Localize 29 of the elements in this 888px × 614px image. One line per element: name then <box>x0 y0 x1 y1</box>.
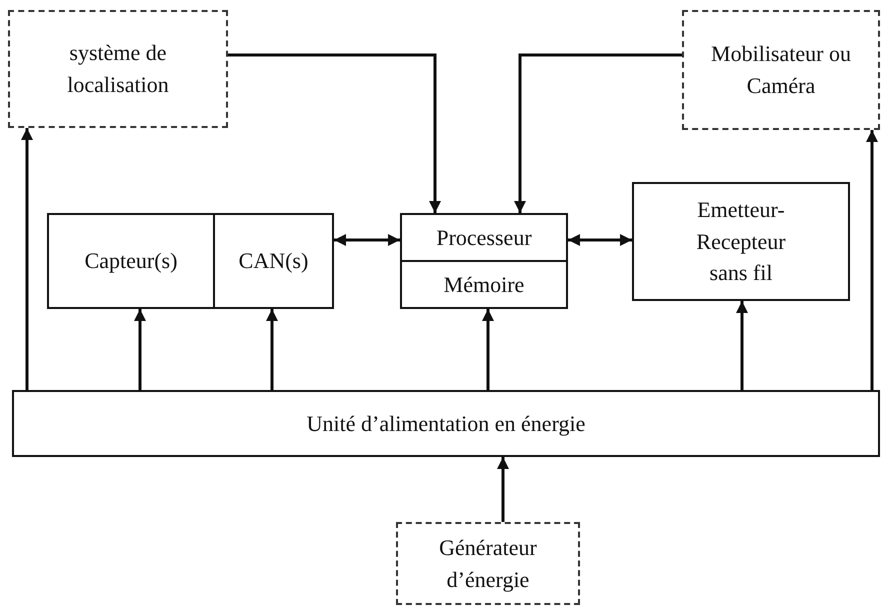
arrow <box>228 54 441 213</box>
block-box <box>47 213 215 309</box>
node-label: système de localisation <box>66 39 170 99</box>
node-label: Emetteur- Recepteur sans fil <box>695 196 787 288</box>
node-label: CAN(s) <box>238 247 308 276</box>
block-box <box>400 260 568 309</box>
arrow <box>482 309 494 390</box>
arrow <box>266 309 278 390</box>
node-label: Mémoire <box>444 270 524 299</box>
node-label: Unité d’alimentation en énergie <box>306 410 586 438</box>
block-box <box>12 390 880 457</box>
arrow <box>514 54 682 213</box>
arrow <box>497 457 509 522</box>
node-label: Mobilisateur ou Caméra <box>711 40 851 100</box>
arrow <box>334 234 400 246</box>
arrow <box>568 234 632 246</box>
dashed-box <box>682 10 880 130</box>
block-box <box>632 182 850 301</box>
arrow <box>866 130 878 390</box>
dashed-box <box>396 522 580 605</box>
arrow <box>21 128 33 390</box>
node-label: Processeur <box>436 224 532 252</box>
block-box <box>400 213 568 262</box>
node-label: Générateur d’énergie <box>438 534 538 594</box>
block-box <box>213 213 334 309</box>
arrow <box>736 301 748 390</box>
node-label: Capteur(s) <box>84 247 178 276</box>
arrow <box>134 309 146 390</box>
dashed-box <box>8 10 228 128</box>
